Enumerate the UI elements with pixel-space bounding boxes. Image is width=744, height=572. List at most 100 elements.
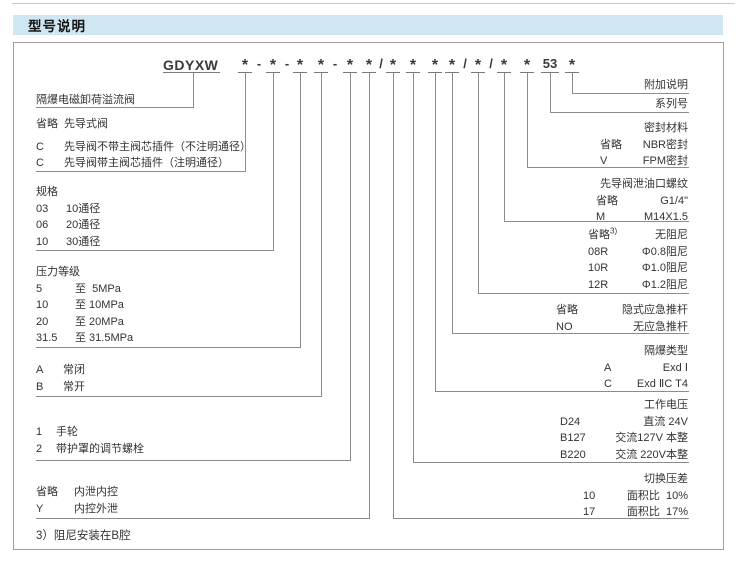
code-token: * (523, 57, 531, 74)
option-desc: FPM密封 (642, 155, 688, 167)
code-token: / (489, 56, 493, 71)
option-code: 省略3) (588, 226, 618, 241)
group-adjustment: 1 手轮 2 带护罩的调节螺栓 (36, 424, 144, 457)
code-underline (497, 72, 511, 73)
connector-line (36, 73, 351, 461)
code-token: * (474, 57, 482, 74)
option-desc: Φ1.0阻尼 (641, 262, 688, 274)
group-title: 工作电压 (644, 399, 688, 411)
connector-line (36, 73, 274, 251)
option-code: C (604, 378, 612, 390)
option-code: 17 (583, 506, 596, 518)
code-token: * (448, 57, 456, 74)
option-row: D24 直流 24V (560, 414, 688, 431)
option-code: B127 (560, 432, 586, 444)
option-desc: 30通径 (66, 235, 101, 248)
option-code: D24 (560, 415, 581, 428)
option-row: V FPM密封 (600, 153, 688, 170)
option-desc: 常闭 (63, 364, 85, 376)
connector-line (550, 73, 689, 113)
option-code: B (36, 380, 44, 393)
group-valve-function: A 常闭 B 常开 (36, 362, 85, 395)
option-row: B 常开 (36, 379, 85, 396)
code-token: * (365, 57, 373, 74)
code-underline (445, 72, 459, 73)
group-pilot-drain-thread: 先导阀泄油口螺纹 省略 G1/4" M M14X1.5 (596, 176, 688, 226)
code-token: / (463, 56, 467, 71)
code-token: * (389, 57, 397, 74)
option-row: 08R Φ0.8阻尼 (588, 244, 688, 261)
option-desc: 面积比 10% (626, 489, 688, 502)
option-desc: 至 5MPa (75, 282, 121, 295)
option-row: 1 手轮 (36, 424, 144, 441)
option-desc: M14X1.5 (643, 211, 688, 223)
option-desc: 至 31.5MPa (75, 332, 134, 344)
option-desc: G1/4" (660, 194, 688, 207)
group-explosion-proof-type: 隔爆类型 A Exd Ⅰ C Exd ⅡC T4 (604, 343, 688, 393)
option-row: 省略 NBR密封 (600, 137, 688, 154)
option-row: 省略 内泄内控 (36, 484, 118, 501)
option-row: 12R Φ1.2阻尼 (588, 277, 688, 294)
group-title: 系列号 (655, 98, 688, 110)
group-pilot-valve-type: 省略 先导式阀 C 先导阀不带主阀芯插件（不注明通径） C 先导阀带主阀芯插件（… (36, 116, 251, 172)
option-row: 10R Φ1.0阻尼 (588, 260, 688, 277)
code-underline (362, 72, 376, 73)
connector-line (527, 73, 689, 168)
option-desc: Φ0.8阻尼 (641, 245, 688, 258)
code-token: GDYXW (163, 57, 219, 73)
option-desc: 内泄内控 (74, 486, 118, 498)
option-code: NO (556, 320, 573, 333)
option-row: 06 20通径 (36, 217, 100, 234)
option-row: 31.5 至 31.5MPa (36, 330, 133, 347)
code-underline (293, 72, 307, 73)
code-token: * (568, 57, 576, 74)
option-code: M (596, 211, 606, 223)
group-switching-pressure-diff: 切换压差 10 面积比 10% 17 面积比 17% (583, 471, 688, 521)
option-row: C Exd ⅡC T4 (604, 376, 688, 393)
option-code: A (604, 361, 612, 374)
option-desc: 20通径 (66, 219, 101, 231)
option-desc: 10通径 (66, 202, 101, 215)
option-row: 10 30通径 (36, 234, 100, 251)
connector-line (36, 73, 301, 348)
connector-line (572, 73, 689, 94)
code-token: * (500, 57, 508, 74)
option-code: A (36, 364, 44, 376)
option-desc: 带护罩的调节螺栓 (56, 442, 144, 455)
option-desc: 无阻尼 (655, 229, 688, 241)
option-row: C 先导阀带主阀芯插件（注明通径） (36, 155, 251, 172)
option-code: 10 (36, 299, 49, 311)
connector-line (504, 73, 689, 222)
option-desc: 交流 220V本整 (615, 448, 688, 461)
connector-line (452, 73, 689, 334)
code-underline (266, 72, 280, 73)
group-valve-name: 隔爆电磁卸荷溢流阀 (36, 92, 135, 109)
option-code: 5 (36, 282, 43, 295)
group-additional-note: 附加说明 (644, 77, 688, 94)
option-code: 10 (583, 489, 596, 502)
group-title: 隔爆电磁卸荷溢流阀 (36, 94, 135, 106)
code-underline (520, 72, 534, 73)
option-row: M M14X1.5 (596, 209, 688, 226)
code-underline (238, 72, 252, 73)
code-token: * (269, 57, 277, 74)
group-title: 密封材料 (644, 122, 688, 134)
option-code: 10R (588, 262, 609, 274)
connector-line (478, 73, 689, 294)
group-emergency-rod: 省略 隐式应急推杆 NO 无应急推杆 (556, 302, 688, 335)
option-code: Y (36, 502, 44, 515)
connector-line (36, 73, 194, 108)
footnote-marker: 3) (610, 226, 618, 236)
option-code: 12R (588, 278, 609, 291)
option-code: V (600, 155, 608, 167)
option-code: 06 (36, 219, 49, 231)
section-title-bar: 型号说明 (13, 15, 723, 35)
option-code: 省略 (36, 118, 58, 130)
option-code: B220 (560, 448, 586, 461)
option-row: 2 带护罩的调节螺栓 (36, 441, 144, 458)
option-code: 08R (588, 245, 609, 258)
group-damping: 省略3) 无阻尼 08R Φ0.8阻尼 10R Φ1.0阻尼 12R Φ1.2阻… (588, 227, 688, 293)
option-code: 省略 (556, 304, 578, 316)
page-title: 型号说明 (28, 19, 86, 34)
